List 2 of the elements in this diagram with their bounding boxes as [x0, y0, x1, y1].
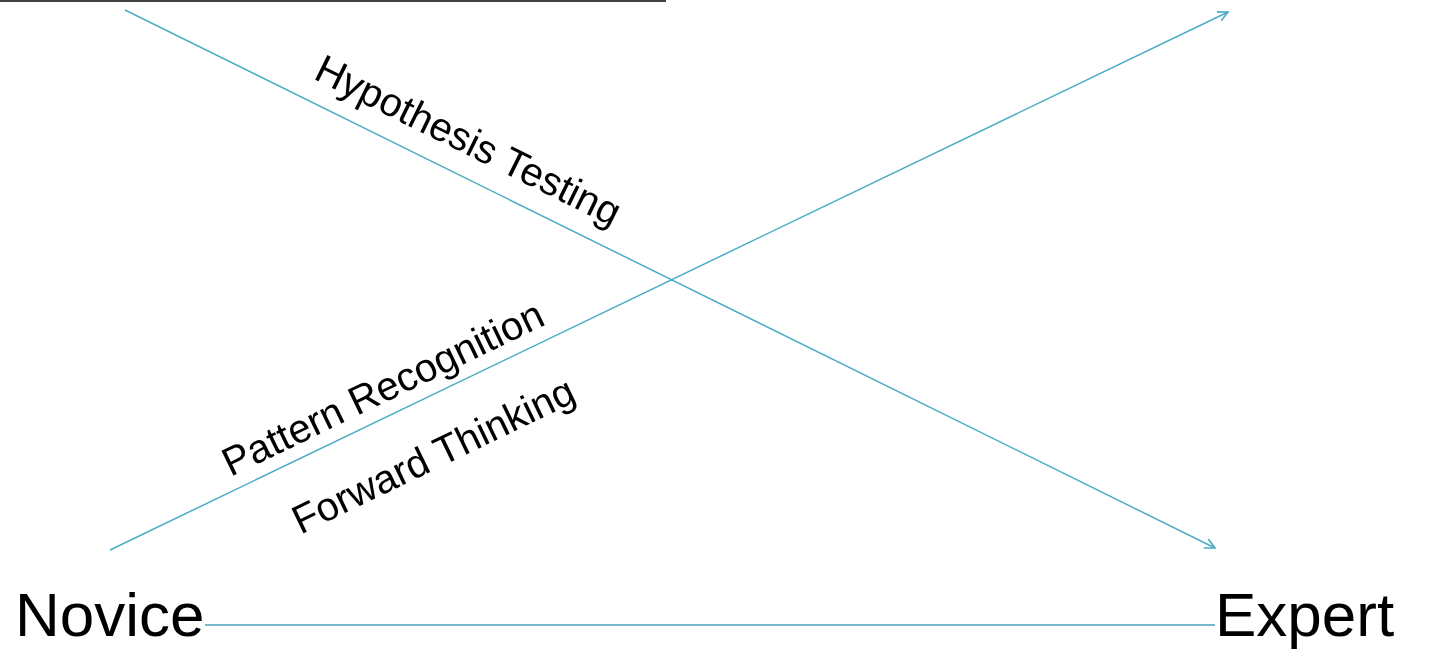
- connector-line: [204, 624, 1216, 626]
- stage-label: Novice: [15, 584, 205, 646]
